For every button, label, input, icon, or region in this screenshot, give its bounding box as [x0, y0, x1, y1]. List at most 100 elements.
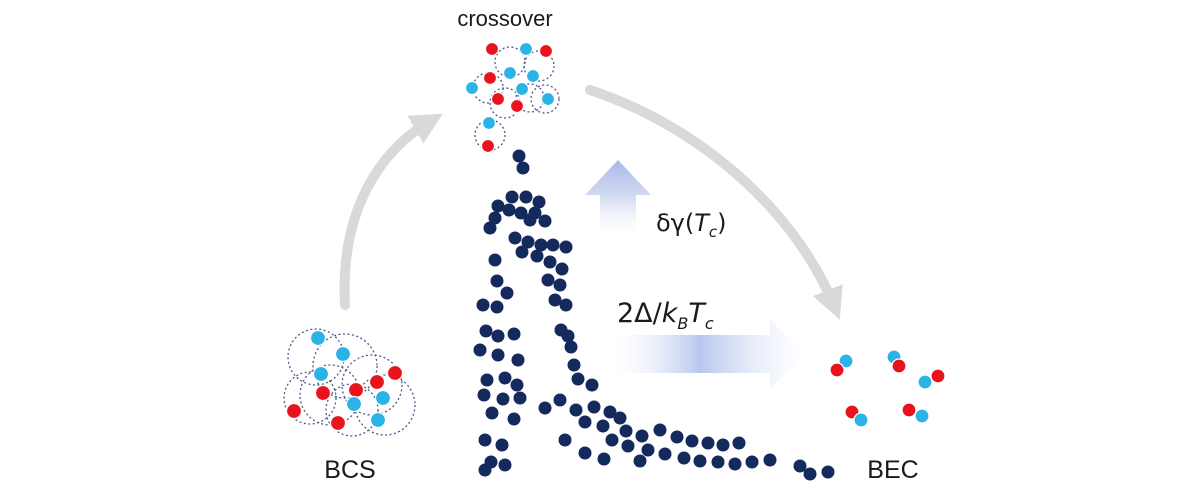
data-dot — [621, 439, 635, 453]
data-dot — [515, 245, 529, 259]
data-dot — [532, 195, 546, 209]
red-fermion — [490, 91, 506, 107]
data-dot — [578, 415, 592, 429]
data-dot — [603, 405, 617, 419]
data-dot — [597, 452, 611, 466]
blue-fermion — [369, 411, 387, 429]
crossover-label: crossover — [457, 6, 552, 31]
crossover-pair-ring — [530, 84, 560, 114]
gap-ratio-label: 2Δ/kBTc — [617, 298, 714, 333]
data-dot — [523, 213, 537, 227]
data-dot — [496, 392, 510, 406]
red-fermion — [480, 138, 496, 154]
data-dot — [658, 447, 672, 461]
blue-fermion — [334, 345, 352, 363]
data-dot-cloud — [473, 149, 835, 481]
data-dot — [571, 372, 585, 386]
blue-fermion — [853, 412, 869, 428]
data-dot — [613, 411, 627, 425]
data-dot — [803, 467, 817, 481]
data-dot — [491, 329, 505, 343]
right-gradient-arrow — [612, 320, 808, 388]
data-dot — [543, 255, 557, 269]
data-dot — [633, 454, 647, 468]
data-dot — [478, 463, 492, 477]
data-dot — [521, 235, 535, 249]
data-dot — [546, 238, 560, 252]
red-fermion — [329, 414, 347, 432]
red-fermion — [482, 70, 498, 86]
data-dot — [641, 443, 655, 457]
data-dot — [569, 403, 583, 417]
data-dot — [596, 419, 610, 433]
blue-fermion — [345, 395, 363, 413]
data-dot — [513, 391, 527, 405]
data-dot — [538, 401, 552, 415]
blue-fermion — [525, 68, 541, 84]
data-dot — [476, 298, 490, 312]
data-dot — [558, 433, 572, 447]
data-dot — [519, 190, 533, 204]
data-dot — [491, 348, 505, 362]
data-dot — [677, 451, 691, 465]
data-dot — [701, 436, 715, 450]
blue-fermion — [838, 353, 854, 369]
data-dot — [507, 327, 521, 341]
red-fermion — [891, 358, 907, 374]
data-dot — [490, 300, 504, 314]
bcs-pair-cluster — [283, 328, 416, 437]
red-fermion — [509, 98, 525, 114]
blue-fermion — [518, 41, 534, 57]
bcs-pair-ring — [354, 374, 416, 436]
data-dot — [559, 240, 573, 254]
data-dot — [555, 262, 569, 276]
data-dot — [538, 214, 552, 228]
red-fermion — [314, 384, 332, 402]
bcs-to-crossover-arrow — [339, 113, 444, 310]
data-dot — [488, 253, 502, 267]
blue-fermion — [481, 115, 497, 131]
red-fermion — [930, 368, 946, 384]
bec-label: BEC — [867, 456, 918, 484]
data-dot — [793, 459, 807, 473]
data-dot — [498, 371, 512, 385]
data-dot — [567, 358, 581, 372]
data-dot — [619, 424, 633, 438]
data-dot — [488, 211, 502, 225]
blue-fermion — [914, 408, 930, 424]
data-dot — [716, 438, 730, 452]
data-dot — [516, 161, 530, 175]
data-dot — [512, 149, 526, 163]
bcs-pair-ring — [283, 371, 337, 425]
red-fermion — [484, 41, 500, 57]
data-dot — [685, 434, 699, 448]
data-dot — [561, 329, 575, 343]
data-dot — [635, 429, 649, 443]
data-dot — [510, 378, 524, 392]
blue-fermion — [514, 81, 530, 97]
data-dot — [507, 412, 521, 426]
crossover-pair-cluster — [464, 41, 560, 154]
blue-fermion — [374, 389, 392, 407]
data-dot — [495, 438, 509, 452]
data-dot — [578, 446, 592, 460]
data-dot — [500, 286, 514, 300]
red-fermion — [285, 402, 303, 420]
bec-molecule-cluster — [829, 349, 946, 428]
blue-fermion — [309, 329, 327, 347]
data-dot — [483, 221, 497, 235]
data-dot — [473, 343, 487, 357]
data-dot — [559, 298, 573, 312]
data-dot — [502, 203, 516, 217]
data-dot — [564, 340, 578, 354]
blue-fermion — [502, 65, 518, 81]
red-fermion — [538, 43, 554, 59]
data-dot — [480, 373, 494, 387]
data-dot — [511, 353, 525, 367]
data-dot — [491, 199, 505, 213]
data-dot — [821, 465, 835, 479]
red-fermion — [368, 373, 386, 391]
bcs-label: BCS — [324, 456, 375, 484]
data-dot — [505, 190, 519, 204]
